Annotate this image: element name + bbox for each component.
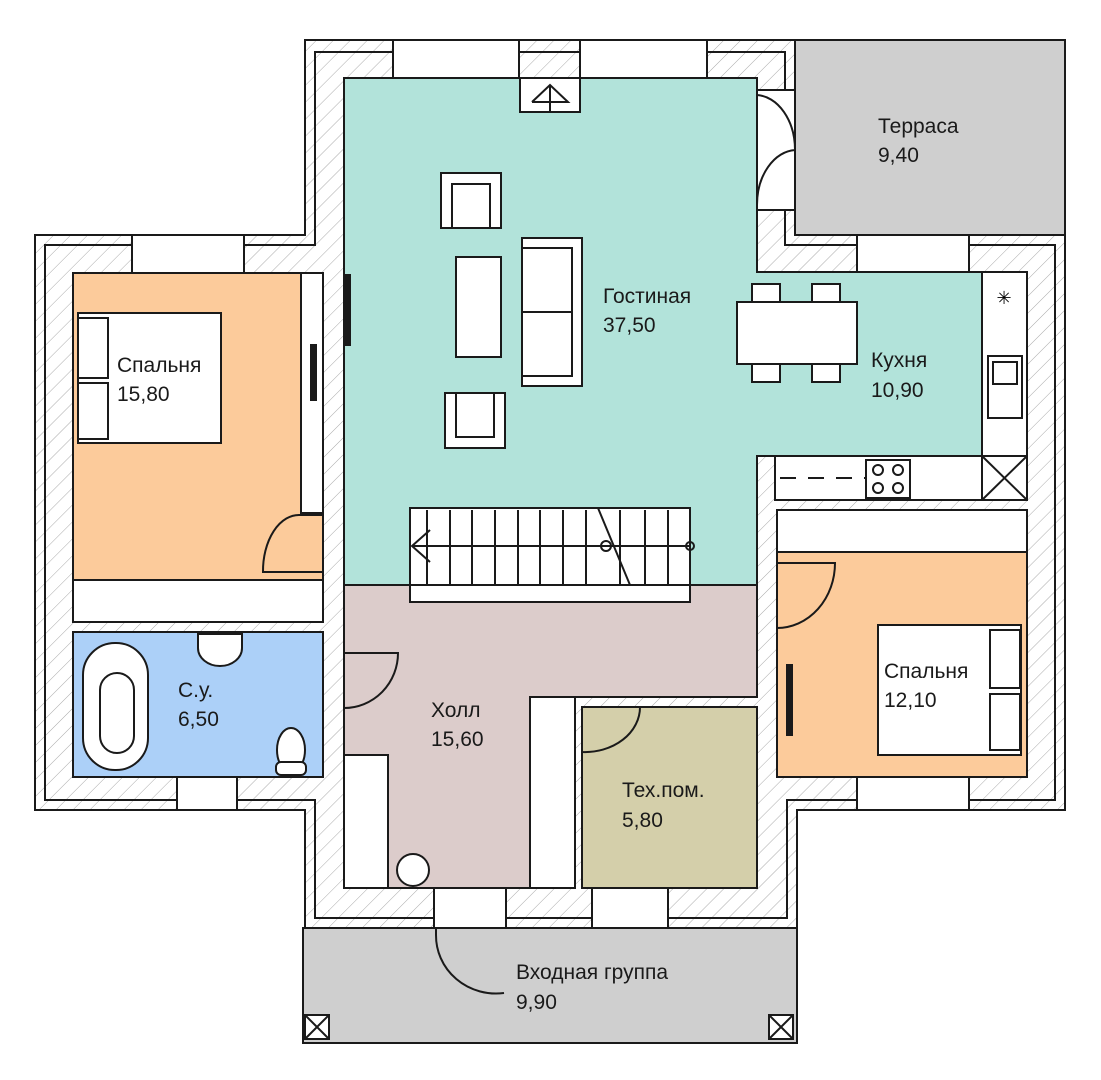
label-living: Гостиная 37,50 [603, 285, 691, 337]
wall-inner-line [44, 51, 1056, 919]
dishwasher-icon [981, 455, 1028, 501]
label-hall: Холл 15,60 [431, 699, 484, 751]
svg-text:Тех.пом.: Тех.пом. [622, 779, 705, 802]
svg-text:С.у.: С.у. [178, 679, 213, 702]
sofa [521, 237, 583, 387]
svg-text:Терраса: Терраса [878, 115, 959, 138]
label-tech-room: Тех.пом. 5,80 [622, 779, 705, 832]
fridge-icon: ✳ [996, 288, 1011, 309]
label-bathroom: С.у. 6,50 [178, 679, 219, 731]
armchair-bottom [444, 392, 506, 449]
fireplace-icon [519, 77, 581, 113]
svg-text:9,90: 9,90 [516, 991, 557, 1014]
label-terrace: Терраса 9,40 [878, 115, 959, 167]
svg-text:37,50: 37,50 [603, 314, 656, 337]
toilet-icon [275, 727, 307, 776]
svg-text:15,60: 15,60 [431, 728, 484, 751]
bathtub-icon [82, 642, 149, 771]
svg-text:10,90: 10,90 [871, 379, 924, 402]
label-entrance: Входная группа 9,90 [516, 961, 668, 1014]
closet-right [776, 509, 1028, 553]
svg-text:12,10: 12,10 [884, 689, 937, 712]
coffee-table [455, 256, 502, 358]
stove-icon [865, 459, 911, 499]
entrance-area [302, 927, 798, 1044]
doors [261, 94, 837, 995]
bed-right [877, 624, 1022, 756]
svg-text:6,50: 6,50 [178, 708, 219, 731]
label-bedroom-left: Спальня 15,80 [117, 354, 201, 406]
svg-text:9,40: 9,40 [878, 144, 919, 167]
svg-text:Кухня: Кухня [871, 349, 927, 372]
closet-left [72, 579, 324, 623]
svg-text:Входная группа: Входная группа [516, 961, 668, 984]
label-bedroom-right: Спальня 12,10 [884, 660, 968, 712]
armchair-top [440, 172, 502, 229]
room-tech-fill [581, 706, 758, 889]
staircase [409, 507, 695, 603]
svg-text:15,80: 15,80 [117, 383, 170, 406]
terrace-area [794, 39, 1066, 236]
svg-text:Спальня: Спальня [884, 660, 968, 683]
entrance-post-left [304, 1014, 330, 1040]
label-kitchen: Кухня 10,90 [871, 349, 927, 402]
hall-closet-left [343, 754, 389, 889]
svg-text:5,80: 5,80 [622, 809, 663, 832]
windows [131, 39, 970, 929]
dining-table [736, 283, 858, 383]
svg-text:Холл: Холл [431, 699, 481, 722]
svg-text:Гостиная: Гостиная [603, 285, 691, 308]
bed-left [77, 312, 222, 444]
boiler-icon [396, 853, 430, 887]
washbasin-icon [197, 633, 243, 667]
entrance-post-right [768, 1014, 794, 1040]
hall-closet-right [529, 696, 576, 889]
svg-text:Спальня: Спальня [117, 354, 201, 377]
sink-icon [987, 355, 1023, 419]
